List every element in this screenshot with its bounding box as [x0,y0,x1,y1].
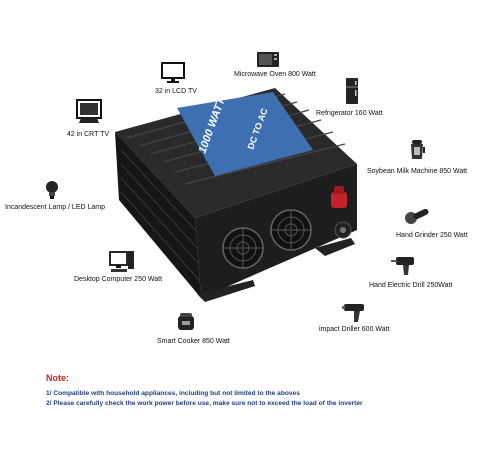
microwave-label: Microwave Oven 800 Watt [234,71,316,78]
refrigerator-icon [346,78,358,104]
computer-icon [109,251,134,272]
impact-driller-icon [342,304,364,322]
crt-tv-icon [76,99,102,123]
note-line-1: 1/ Compatible with household appliances,… [46,390,300,397]
refrigerator-label: Refrigerator 160 Watt [316,110,383,117]
drill-icon [391,257,414,275]
computer-label: Desktop Computer 250 Watt [74,276,163,283]
microwave-icon [257,52,279,67]
lamp-icon [46,181,58,199]
impact-driller-label: impact Driller 600 Watt [319,326,390,333]
cooling-fan-right [270,209,312,251]
black-terminal [334,221,352,239]
smart-cooker-icon [178,313,194,330]
crt-tv-label: 42 in CRT TV [67,131,110,138]
note-title: Note: [46,373,69,383]
power-inverter-image: 1000 WATT DC TO AC [115,88,357,302]
smart-cooker-label: Smart Cooker 850 Watt [157,338,230,345]
drill-label: Hand Electric Drill 250Watt [369,282,453,289]
grinder-icon [405,208,429,224]
soybean-machine-icon [411,140,425,159]
label-panel [177,92,313,176]
note-line-2: 2/ Please carefully check the work power… [46,400,363,407]
cooling-fan-left [222,227,264,269]
grinder-label: Hand Grinder 250 Watt [396,232,468,239]
soybean-machine-label: Soybean Milk Machine 850 Watt [367,168,468,175]
lamp-label: Incandescent Lamp / LED Lamp [5,204,106,211]
lcd-tv-icon [161,62,185,83]
lcd-tv-label: 32 in LCD TV [155,88,197,95]
red-terminal [331,186,347,208]
